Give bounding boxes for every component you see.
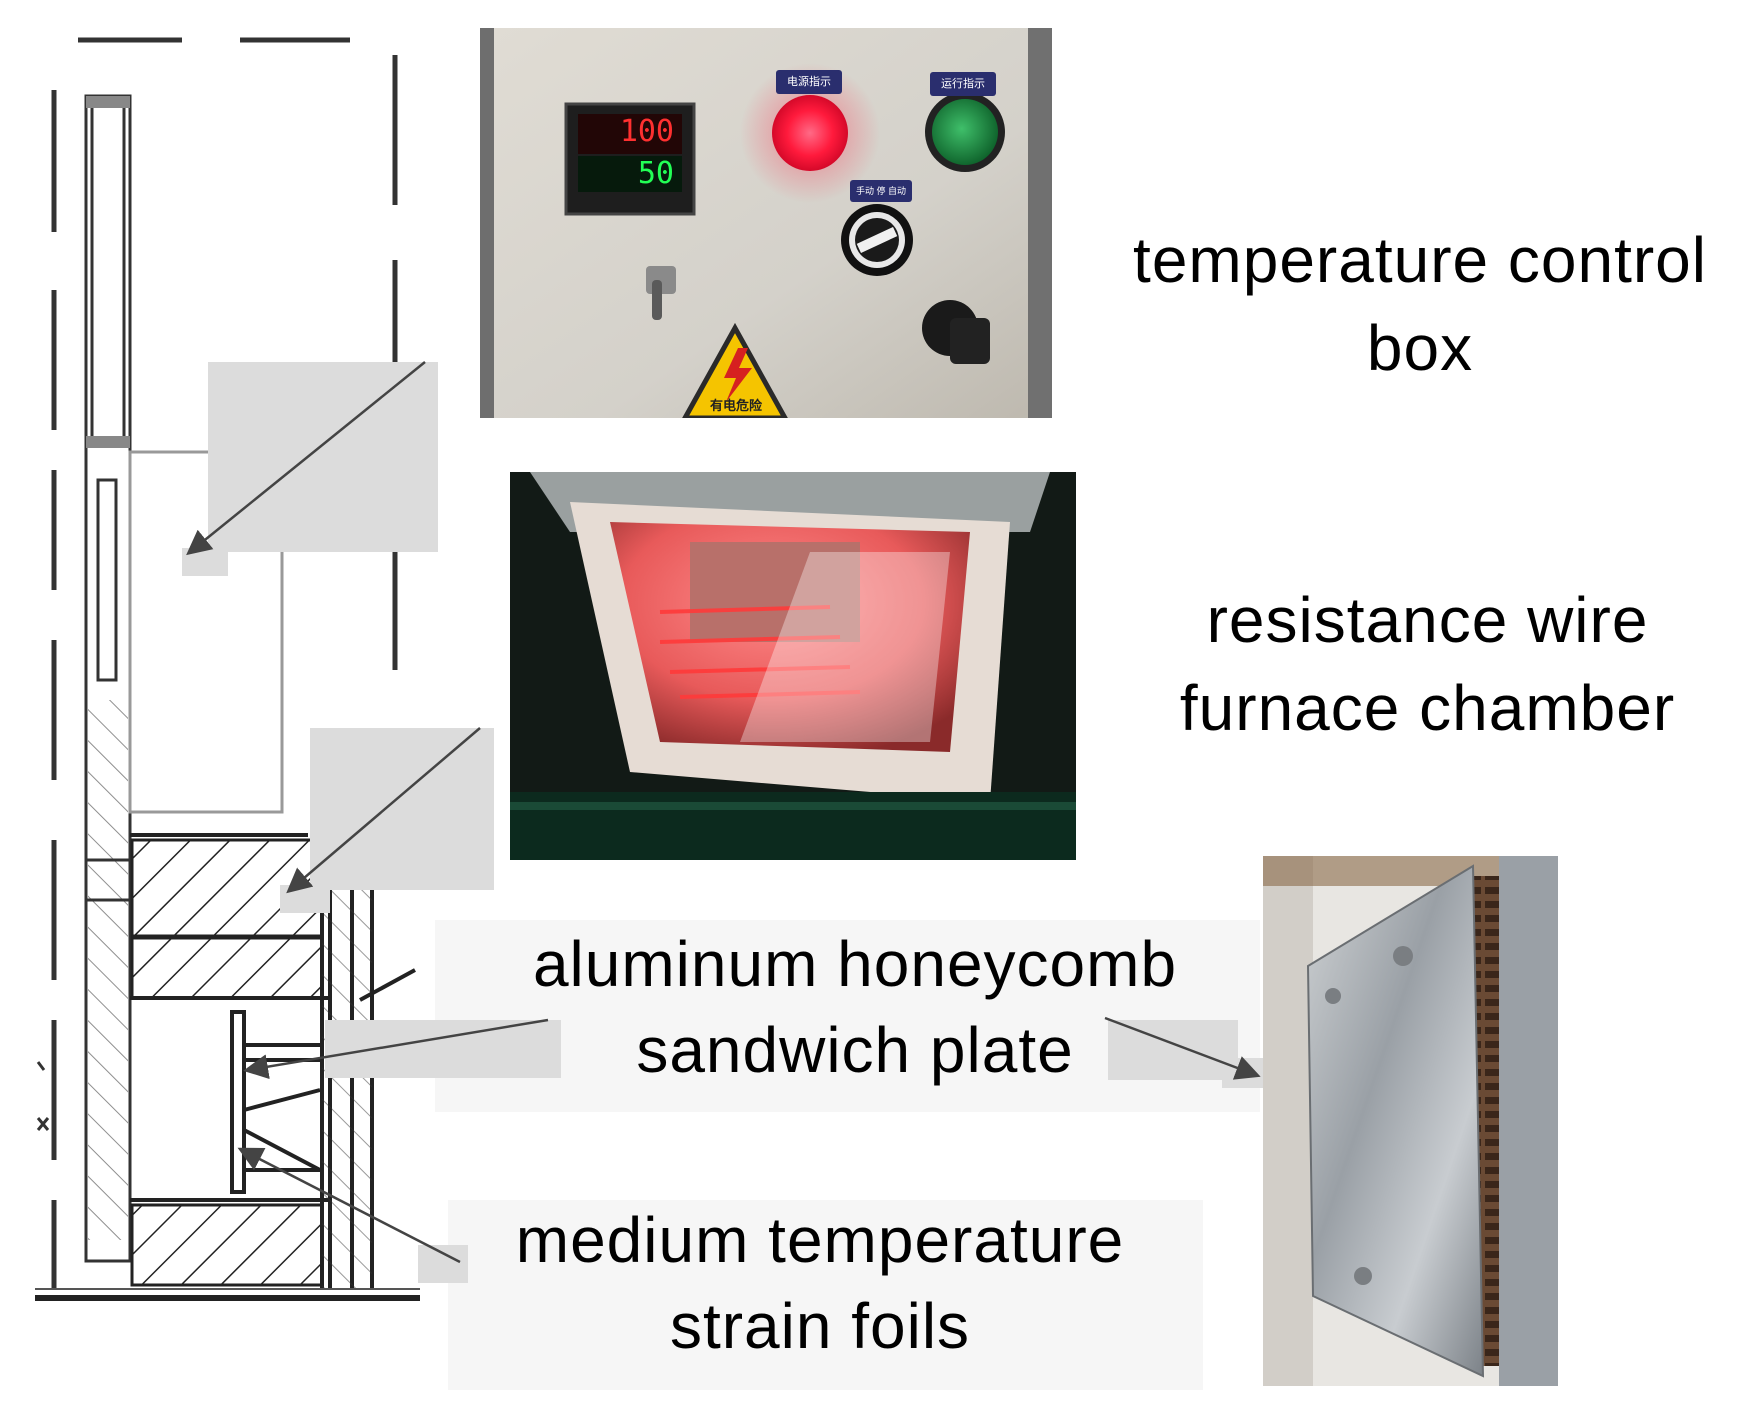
callout-box-furnace — [310, 728, 494, 890]
arrow-control — [186, 361, 426, 556]
label-temperature-control-line2: box — [1366, 312, 1474, 384]
display-top-value: 100 — [619, 114, 674, 149]
callout-box-sample — [325, 1020, 561, 1078]
label-strain-foils-line2: strain foils — [669, 1290, 971, 1362]
label-backdrop-foils — [448, 1200, 1203, 1390]
label-furnace-line1: resistance wire — [1206, 584, 1649, 656]
label-strain-foils-line1: medium temperature — [515, 1204, 1125, 1276]
warning-text: 有电危险 — [709, 398, 762, 413]
label-temperature-control-line1: temperature control — [1133, 224, 1707, 296]
label-backdrop-honeycomb — [435, 920, 1260, 1112]
label-honeycomb-line2: sandwich plate — [636, 1014, 1074, 1086]
callout-box-plate — [1108, 1020, 1238, 1080]
photo-honeycomb-plate — [1263, 856, 1558, 1386]
arrow-foils — [237, 1147, 461, 1264]
photo-control-box: 100 50 电源指示 运行指示 手动 停 自动 有电危险 — [480, 28, 1052, 418]
label-furnace-line2: furnace chamber — [1179, 672, 1676, 744]
callout-box-foils — [418, 1245, 468, 1283]
mode-switch-tag: 手动 停 自动 — [855, 186, 906, 196]
display-bottom-value: 50 — [637, 156, 674, 191]
power-indicator-tag: 电源指示 — [787, 76, 831, 88]
arrow-furnace — [286, 727, 481, 894]
run-indicator-tag: 运行指示 — [941, 78, 985, 90]
photo-furnace-chamber — [510, 472, 1076, 860]
arrow-honeycomb-left — [243, 1018, 549, 1080]
arrow-honeycomb-right — [1104, 1016, 1261, 1080]
callout-box-control — [208, 362, 438, 552]
label-honeycomb-line1: aluminum honeycomb — [532, 928, 1178, 1000]
